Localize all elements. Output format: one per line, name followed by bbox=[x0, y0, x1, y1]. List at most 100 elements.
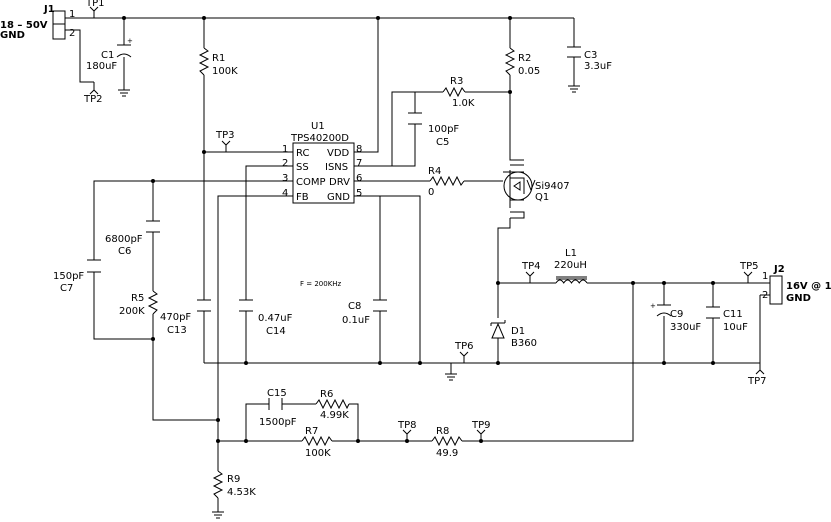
wires bbox=[65, 17, 761, 512]
u1-pin8-name: VDD bbox=[327, 148, 350, 159]
q1-value: Si9407 bbox=[535, 181, 570, 192]
r1-ref: R1 bbox=[212, 53, 225, 64]
capacitor-c15: C15 1500pF bbox=[259, 388, 297, 428]
test-point-tp2: TP2 bbox=[83, 82, 103, 105]
r1-value: 100K bbox=[212, 66, 238, 77]
j2-pin1: 1 bbox=[762, 271, 768, 282]
frequency-note: F = 200KHz bbox=[300, 280, 342, 288]
u1-pin7-name: ISNS bbox=[325, 162, 348, 173]
c9-ref: C9 bbox=[670, 309, 683, 320]
resistor-r9: R9 4.53K bbox=[212, 470, 256, 499]
c5-value: 100pF bbox=[428, 124, 459, 135]
j1-pin2: 2 bbox=[69, 28, 75, 39]
r9-ref: R9 bbox=[227, 474, 240, 485]
c6-ref: C6 bbox=[118, 246, 131, 257]
u1-pin1-num: 1 bbox=[282, 144, 288, 155]
d1-ref: D1 bbox=[511, 326, 525, 337]
l1-value: 220uH bbox=[554, 260, 587, 271]
tp3-label: TP3 bbox=[215, 130, 235, 141]
tp2-label: TP2 bbox=[83, 94, 103, 105]
capacitor-c6: 6800pF C6 bbox=[105, 220, 160, 257]
u1-pin2-name: SS bbox=[296, 162, 309, 173]
capacitor-c3: C3 3.3uF bbox=[567, 46, 612, 72]
r9-value: 4.53K bbox=[227, 487, 256, 498]
u1-pin8-num: 8 bbox=[356, 144, 362, 155]
c7-ref: C7 bbox=[60, 283, 73, 294]
c3-ref: C3 bbox=[584, 50, 597, 61]
junction-dots bbox=[122, 16, 715, 443]
r4-ref: R4 bbox=[428, 166, 441, 177]
resistor-r7: R7 100K bbox=[301, 426, 333, 459]
mosfet-q1: Si9407 Q1 bbox=[503, 148, 570, 219]
r6-value: 4.99K bbox=[320, 410, 349, 421]
u1-ref: U1 bbox=[311, 121, 325, 132]
u1-pin5-name: GND bbox=[327, 192, 350, 203]
capacitor-c14: 0.47uF C14 bbox=[239, 299, 293, 337]
c3-value: 3.3uF bbox=[584, 61, 612, 72]
c14-ref: C14 bbox=[266, 326, 286, 337]
capacitor-c1: + C1 180uF bbox=[86, 37, 133, 72]
resistor-r1: R1 100K bbox=[198, 47, 238, 77]
capacitor-c9: + C9 330uF bbox=[650, 302, 701, 333]
input-voltage-label: 18 – 50V bbox=[0, 20, 48, 31]
resistor-r3: R3 1.0K bbox=[442, 76, 475, 109]
r7-ref: R7 bbox=[305, 426, 318, 437]
q1-ref: Q1 bbox=[535, 192, 549, 203]
u1-pin1-name: RC bbox=[296, 148, 309, 159]
test-point-tp5: TP5 bbox=[739, 261, 759, 283]
r5-ref: R5 bbox=[131, 293, 144, 304]
u1-pin3-name: COMP bbox=[296, 177, 326, 188]
c15-ref: C15 bbox=[267, 388, 287, 399]
r8-value: 49.9 bbox=[436, 448, 458, 459]
j2-ref: J2 bbox=[773, 264, 785, 275]
r4-value: 0 bbox=[428, 187, 434, 198]
u1-pin2-num: 2 bbox=[282, 158, 288, 169]
diode-d1: D1 B360 bbox=[490, 320, 537, 349]
capacitor-c5: 100pF C5 bbox=[408, 112, 459, 148]
capacitor-c7: 150pF C7 bbox=[53, 259, 101, 294]
u1-pin6-name: DRV bbox=[329, 177, 350, 188]
test-point-tp3: TP3 bbox=[215, 130, 235, 152]
l1-ref: L1 bbox=[565, 248, 577, 259]
r3-ref: R3 bbox=[450, 76, 463, 87]
resistor-r5: R5 200K bbox=[119, 290, 159, 317]
test-point-tp9: TP9 bbox=[471, 420, 491, 441]
output-voltage-label: 16V @ 1A bbox=[786, 281, 831, 292]
tp8-label: TP8 bbox=[397, 420, 417, 431]
c8-ref: C8 bbox=[348, 301, 361, 312]
c8-value: 0.1uF bbox=[342, 315, 370, 326]
capacitor-c8: C8 0.1uF bbox=[342, 299, 387, 326]
c14-value: 0.47uF bbox=[258, 313, 293, 324]
resistor-r8: R8 49.9 bbox=[431, 426, 463, 459]
d1-value: B360 bbox=[511, 338, 537, 349]
resistor-r4: R4 0 bbox=[428, 166, 465, 198]
output-connector-j2: J2 16V @ 1A GND 1 2 bbox=[760, 264, 831, 305]
c5-ref: C5 bbox=[436, 137, 449, 148]
test-point-tp7: TP7 bbox=[747, 363, 767, 387]
tp5-label: TP5 bbox=[739, 261, 759, 272]
tp9-label: TP9 bbox=[471, 420, 491, 431]
c6-value: 6800pF bbox=[105, 234, 143, 245]
c1-ref: C1 bbox=[101, 50, 114, 61]
test-point-tp4: TP4 bbox=[521, 261, 541, 283]
test-point-tp8: TP8 bbox=[397, 420, 417, 441]
ground-symbols bbox=[118, 85, 580, 519]
u1-pin4-num: 4 bbox=[282, 188, 288, 199]
r2-value: 0.05 bbox=[518, 66, 540, 77]
capacitor-c11: C11 10uF bbox=[706, 306, 748, 333]
r7-value: 100K bbox=[305, 448, 331, 459]
test-point-tp1: TP1 bbox=[85, 0, 105, 18]
input-connector-j1: J1 18 – 50V GND 1 2 bbox=[0, 4, 75, 41]
r8-ref: R8 bbox=[436, 426, 449, 437]
tp4-label: TP4 bbox=[521, 261, 541, 272]
r5-value: 200K bbox=[119, 306, 145, 317]
c9-value: 330uF bbox=[670, 322, 701, 333]
c15-value: 1500pF bbox=[259, 417, 297, 428]
r6-ref: R6 bbox=[320, 389, 333, 400]
u1-pin7-num: 7 bbox=[356, 158, 362, 169]
c11-ref: C11 bbox=[723, 309, 743, 320]
resistor-r2: R2 0.05 bbox=[504, 47, 540, 77]
c7-value: 150pF bbox=[53, 271, 84, 282]
c1-value: 180uF bbox=[86, 61, 117, 72]
